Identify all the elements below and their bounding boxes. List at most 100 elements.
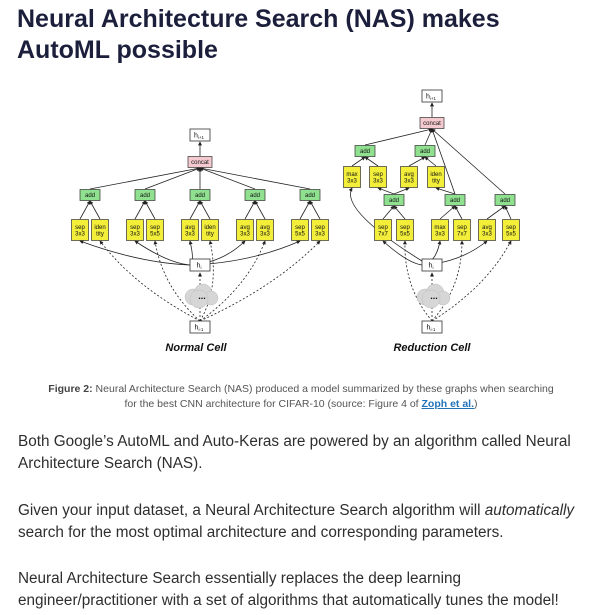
reduction-hi-node-text: hi xyxy=(429,263,434,271)
reduction-cell-label: Reduction Cell xyxy=(393,342,471,354)
reduction-top-add-node-0-text: add xyxy=(360,149,370,155)
normal-op-node-0-text: sep xyxy=(75,225,85,231)
r-topadd-to-concat-0 xyxy=(364,127,433,146)
r-hi-to-maxop xyxy=(348,187,423,262)
reduction-add-node-1: add xyxy=(444,194,466,206)
normal-concat-node: concat xyxy=(187,156,213,168)
reduction-top-add-node-1: add xyxy=(414,145,436,157)
normal-op-node-6-text: avg xyxy=(240,225,250,231)
op-to-add-3 xyxy=(144,200,156,220)
r-midadd-to-concat-2 xyxy=(431,128,506,195)
normal-hprev-node: hi-1 xyxy=(189,320,211,334)
reduction-top-op-node-0-text: 3x3 xyxy=(347,178,357,184)
normal-op-node-7-text: 3x3 xyxy=(260,231,270,237)
normal-op-node-4-text: avg xyxy=(185,225,195,231)
reduction-op-node-4-text: avg xyxy=(482,225,492,231)
normal-hprev-node-text: hi-1 xyxy=(195,325,204,333)
reduction-top-op-node-3-text: iden xyxy=(430,172,441,178)
r-hprev-to-op-5 xyxy=(431,240,512,322)
r-hprev-to-op-3 xyxy=(431,240,464,322)
add-to-concat-4 xyxy=(199,166,311,190)
reduction-top-op-node-1-text: 3x3 xyxy=(373,178,383,184)
normal-op-node-3-text: 5x5 xyxy=(150,231,160,237)
reduction-output-node: hi+1 xyxy=(421,89,443,103)
reduction-op-node-3-text: sep xyxy=(457,225,467,231)
op-to-add-7 xyxy=(254,200,266,220)
r-midadd-to-concat-1 xyxy=(431,128,456,195)
reduction-add-node-0-text: add xyxy=(389,198,399,204)
r-midadd-to-topop-1 xyxy=(377,187,395,195)
normal-op-node-1-text: tity xyxy=(96,231,104,237)
reduction-top-add-node-1-text: add xyxy=(420,149,430,155)
reduction-add-node-0: add xyxy=(383,194,405,206)
r-midadd-to-topop-2 xyxy=(393,187,410,195)
normal-add-node-2: add xyxy=(189,189,211,201)
normal-output-node: hi+1 xyxy=(189,128,211,142)
normal-concat-node-text: concat xyxy=(191,160,209,166)
normal-op-node-5-text: tity xyxy=(206,231,214,237)
zoph-link[interactable]: Zoph et al. xyxy=(421,398,475,410)
r-op-to-add-5 xyxy=(504,205,512,220)
reduction-hi-node: hi xyxy=(421,258,443,272)
normal-op-node-0-text: 3x3 xyxy=(75,231,85,237)
caption-text: Neural Architecture Search (NAS) produce… xyxy=(92,383,554,410)
normal-op-node-6-text: 3x3 xyxy=(240,231,250,237)
reduction-op-node-0-text: 7x7 xyxy=(378,231,388,237)
r-midadd2-to-topop xyxy=(435,187,456,195)
hprev-to-op-5 xyxy=(199,240,214,322)
normal-op-node-9-text: sep xyxy=(315,225,325,231)
normal-op-node-2-text: sep xyxy=(130,225,140,231)
reduction-op-node-1-text: 5x5 xyxy=(400,231,410,237)
op-to-add-8 xyxy=(299,200,311,220)
reduction-op-node-5-text: sep xyxy=(506,225,516,231)
reduction-op-node-3-text: 7x7 xyxy=(457,231,467,237)
paragraph-nas-intro: Both Google’s AutoML and Auto-Keras are … xyxy=(18,433,571,472)
r-topop-to-add-0 xyxy=(351,156,366,167)
diagram-edges xyxy=(79,102,512,322)
hprev-to-op-9 xyxy=(199,240,321,322)
op-to-add-4 xyxy=(189,200,201,220)
normal-hi-node: hi xyxy=(189,258,211,272)
reduction-op-node-0-text: sep xyxy=(378,225,388,231)
normal-op-node-8-text: 5x5 xyxy=(295,231,305,237)
r-topop-to-add-2 xyxy=(408,156,426,167)
caption-end: ) xyxy=(474,398,478,410)
normal-add-node-0-text: add xyxy=(85,193,95,199)
op-to-add-1 xyxy=(89,200,101,220)
normal-add-node-1-text: add xyxy=(140,193,150,199)
reduction-op-node-2-text: 3x3 xyxy=(435,231,445,237)
reduction-cloud: ... xyxy=(416,283,451,309)
reduction-hprev-node-text: hi-1 xyxy=(427,325,436,333)
p2-text-a: Given your input dataset, a Neural Archi… xyxy=(18,502,485,519)
reduction-op-node-1-text: sep xyxy=(400,225,410,231)
op-to-add-6 xyxy=(244,200,256,220)
normal-output-node-text: hi+1 xyxy=(194,133,205,141)
reduction-add-node-2: add xyxy=(494,194,516,206)
add-to-concat-3 xyxy=(199,167,256,190)
reduction-op-node-4-text: 3x3 xyxy=(482,231,492,237)
hi-to-op-2 xyxy=(134,240,191,266)
reduction-top-op-node-0-text: max xyxy=(346,172,357,178)
normal-op-node-7-text: avg xyxy=(260,225,270,231)
r-op-to-add-4 xyxy=(486,205,506,220)
r-op-to-add-0 xyxy=(382,205,395,220)
normal-add-node-4-text: add xyxy=(305,193,315,199)
r-hi-to-op-0 xyxy=(382,240,423,266)
reduction-add-node-2-text: add xyxy=(500,198,510,204)
paragraph-nas-search: Given your input dataset, a Neural Archi… xyxy=(18,500,590,544)
reduction-concat-node-text: concat xyxy=(423,121,441,127)
normal-op-node-2-text: 3x3 xyxy=(130,231,140,237)
